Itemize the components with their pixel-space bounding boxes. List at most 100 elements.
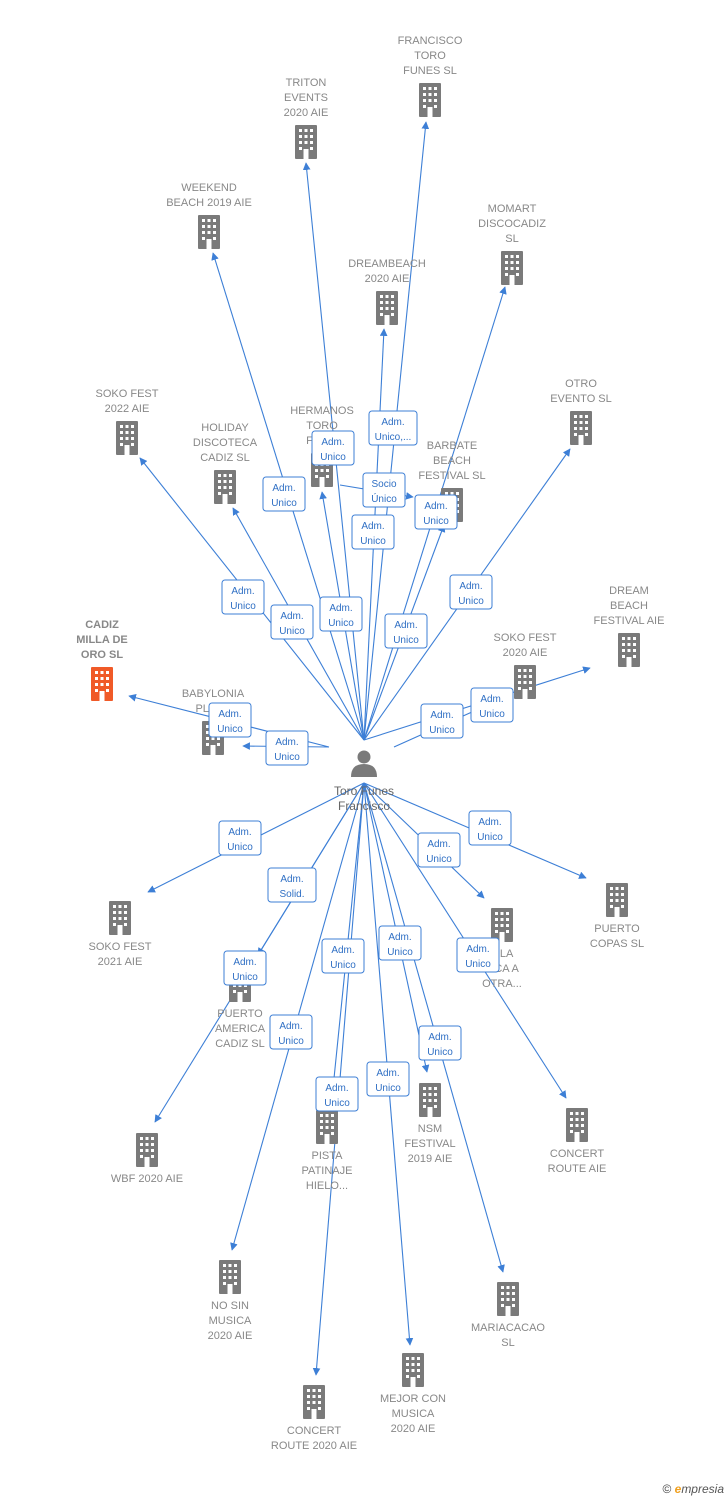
edge-label-weekend-beach[interactable]: Adm.Unico [262, 476, 306, 512]
company-name-line: HERMANOS [290, 405, 354, 417]
edge-label-dream-beach-festival[interactable]: Adm.Unico [470, 687, 514, 723]
brand-initial: e [674, 1482, 682, 1496]
company-name-line: PISTA [312, 1150, 344, 1162]
edge-label-line: Adm. [394, 620, 417, 631]
company-name-line: MILLA DE [76, 634, 128, 646]
edge-label-concert-route[interactable]: Adm.Unico [456, 937, 500, 973]
edge-label-momart[interactable]: Adm.Unico [414, 494, 458, 530]
edge-label-holiday-discoteca[interactable]: Adm.Unico [270, 604, 314, 640]
edge-label-puerto-copas[interactable]: Adm.Unico [468, 810, 512, 846]
edge-label-line: Adm. [466, 944, 489, 955]
edge-label-line: Unico [320, 452, 346, 463]
edge-label-line: Unico [360, 536, 386, 547]
company-node-wbf-2020[interactable]: WBF 2020 AIE [111, 1133, 183, 1185]
building-icon [606, 883, 628, 917]
building-icon [491, 908, 513, 942]
company-name-line: 2020 AIE [284, 107, 329, 119]
edge-label-line: Adm. [459, 581, 482, 592]
edge-label-box [368, 410, 418, 446]
edge-label-dreambeach[interactable]: Adm.Unico [351, 514, 395, 550]
edge-label-line: Adm. [321, 437, 344, 448]
edge-label-line: Adm. [272, 483, 295, 494]
edge-label-no-sin-musica[interactable]: Adm.Unico [269, 1014, 313, 1050]
footer-brand[interactable]: © empresia [662, 1482, 724, 1496]
company-node-pista-patinaje[interactable]: PISTAPATINAJEHIELO... [302, 1110, 353, 1192]
edge-label-line: Unico [426, 854, 452, 865]
edge-label-soko-fest-2022[interactable]: Adm.Unico [221, 579, 265, 615]
edge-label-concert-route-2020[interactable]: Adm.Unico [315, 1076, 359, 1112]
company-name-line: FRANCISCO [398, 35, 463, 47]
edge-label-francisco-toro-funes[interactable]: Adm.Unico,... [368, 410, 418, 446]
person-name-line: Toro Funes [334, 784, 394, 798]
company-name-line: DREAM [609, 585, 649, 597]
building-icon [295, 125, 317, 159]
edge-label-pista-patinaje[interactable]: Adm.Unico [321, 938, 365, 974]
edge-label-box [449, 574, 493, 610]
edge-label-wbf-2020[interactable]: Adm.Unico [223, 950, 267, 986]
edge-label-triton-events[interactable]: Adm. Unico [311, 430, 355, 466]
company-name-line: WBF 2020 AIE [111, 1173, 183, 1185]
edge-label-line: Adm. [231, 586, 254, 597]
edge-label-box [319, 596, 363, 632]
edge-label-babylonia[interactable]: Adm.Unico [265, 730, 309, 766]
edge-label-box [315, 1076, 359, 1112]
company-name-line: SL [501, 1337, 514, 1349]
edge-label-la-musica[interactable]: Adm.Unico [417, 832, 461, 868]
person-name-line: Francisco [338, 799, 390, 813]
edge-label-box [221, 579, 265, 615]
edge-label-barbate-beach[interactable]: Adm.Unico [384, 613, 428, 649]
edge-label-hermanos-toro[interactable]: Adm.Unico [319, 596, 363, 632]
edge-label-otro-evento[interactable]: Adm. Unico [449, 574, 493, 610]
building-icon [136, 1133, 158, 1167]
company-name-line: NSM [418, 1123, 442, 1135]
company-name-line: BARBATE [427, 440, 478, 452]
edge-label-line: Adm. [381, 417, 404, 428]
edge-label-cadiz-milla[interactable]: Adm.Unico [208, 702, 252, 738]
company-name-line: FESTIVAL SL [418, 470, 485, 482]
edge-label-soko-fest-2020[interactable]: Adm.Unico [420, 703, 464, 739]
edge-label-puerto-america[interactable]: Adm.Solid. [267, 867, 317, 903]
company-name-line: BEACH [610, 600, 648, 612]
edge-label-nsm-festival[interactable]: Adm.Unico [378, 925, 422, 961]
company-name-line: CADIZ SL [200, 452, 250, 464]
edge-label-box [384, 613, 428, 649]
edge-label-line: Unico [279, 626, 305, 637]
edge-label-soko-fest-2021[interactable]: Adm.Unico [218, 820, 262, 856]
edge-label-mariacacao[interactable]: Adm.Unico [418, 1025, 462, 1061]
company-name-line: DREAMBEACH [348, 258, 426, 270]
edge-label-box [470, 687, 514, 723]
company-name-line: ROUTE AIE [548, 1163, 607, 1175]
edge-label-line: Unico [458, 596, 484, 607]
building-icon [109, 901, 131, 935]
edge-label-line: Unico [274, 752, 300, 763]
company-name-line: TORO [306, 420, 338, 432]
edge-label-mejor-con-musica[interactable]: Adm.Unico [366, 1061, 410, 1097]
edge-label-box [418, 1025, 462, 1061]
edge-label-box [414, 494, 458, 530]
building-icon [376, 291, 398, 325]
